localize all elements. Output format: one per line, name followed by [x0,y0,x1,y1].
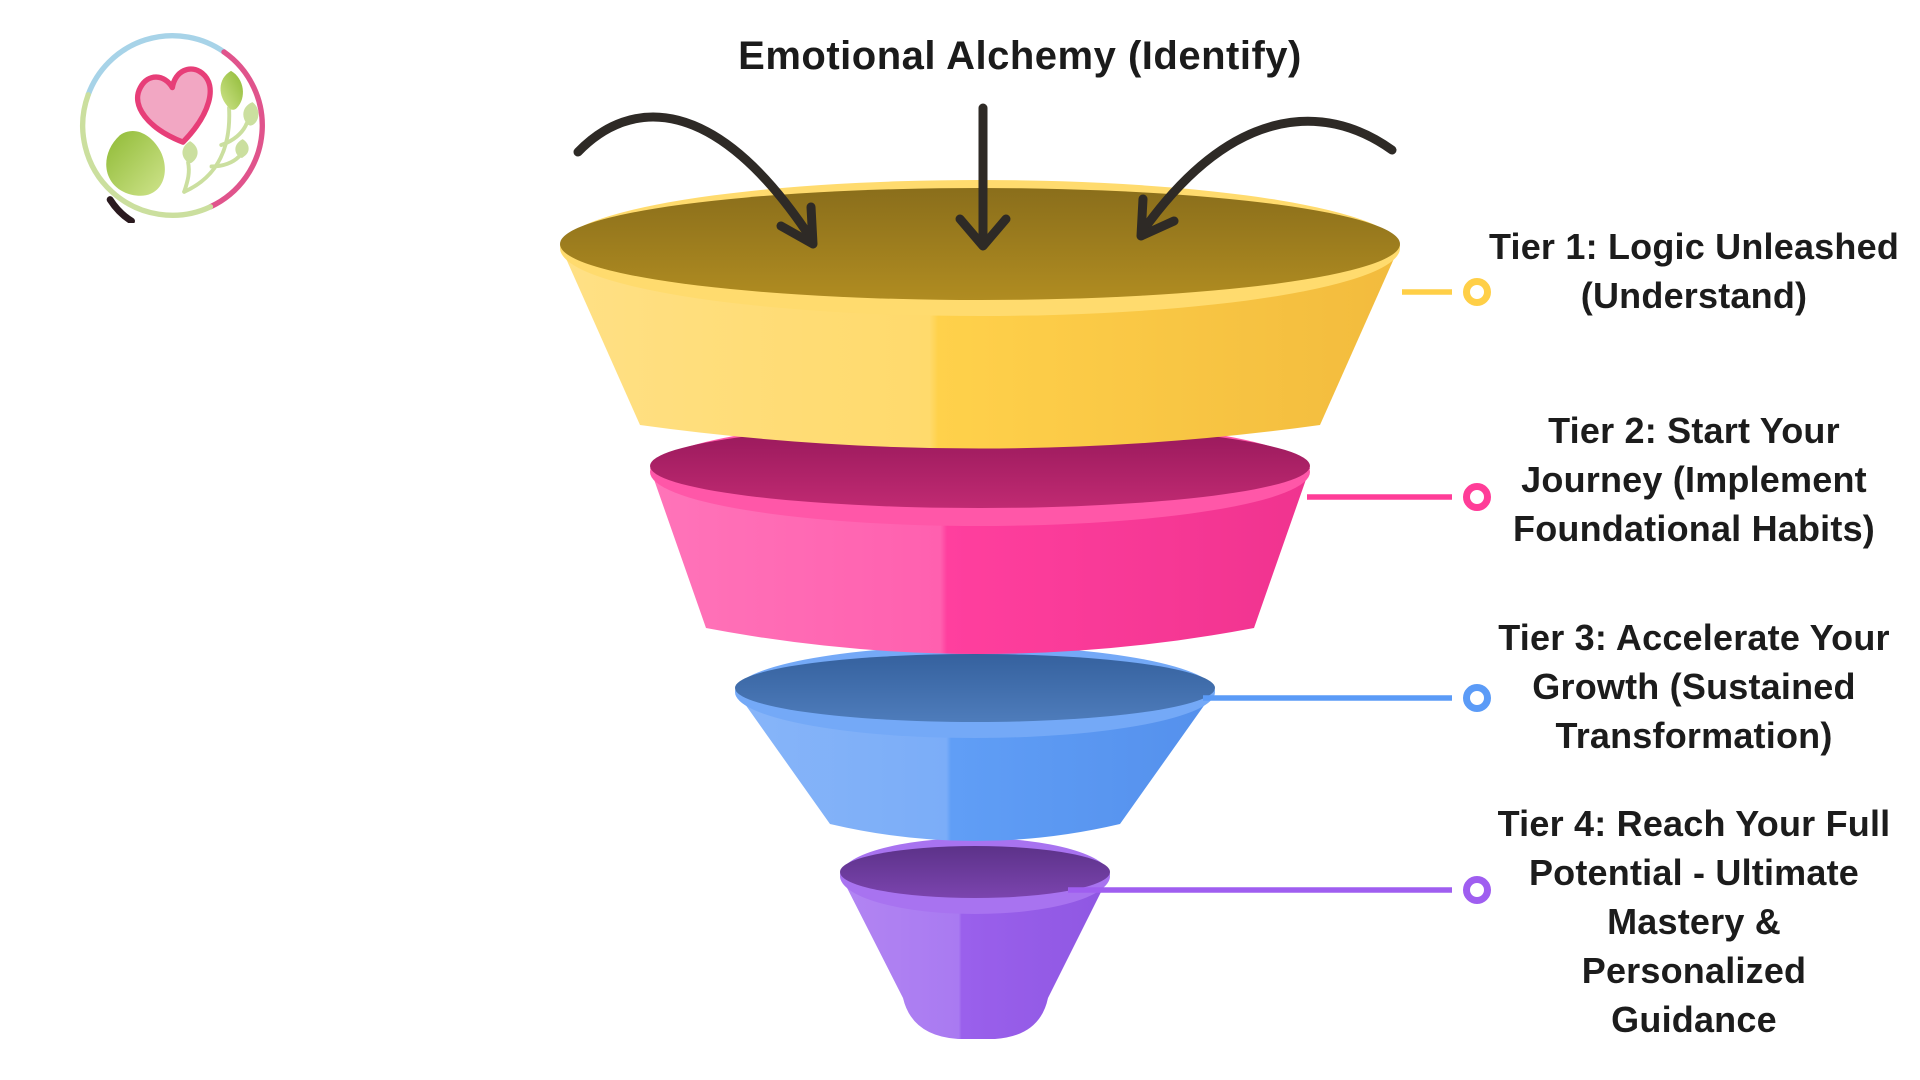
tier2-top-ellipse [650,424,1310,508]
tier-ring-markers [1463,278,1491,904]
tier4-ring-icon [1463,876,1491,904]
tier4-label: Tier 4: Reach Your Full Potential - Ulti… [1497,803,1891,1040]
logo-stem-center [182,160,191,194]
arrow-left-icon [573,112,818,249]
logo-ring-green-arc [80,92,214,218]
tier1-label: Tier 1: Logic Unleashed (Understand) [1488,226,1900,316]
arrow-right-icon [1136,116,1397,241]
logo-branch-sub2 [209,154,241,169]
tier-connectors [1068,289,1452,893]
logo-branch-sub1 [219,121,249,147]
logo-dark-accent-stroke [106,196,135,225]
tier1-ring-icon [1463,278,1491,306]
logo-leaf-large-icon [106,131,165,196]
funnel-tier-3 [735,646,1215,841]
logo-ring-pink-arc [207,49,265,210]
funnel-tier-2 [650,418,1310,654]
logo-heart-icon [134,66,213,145]
heart-leaves-logo-icon [80,33,265,225]
logo-leaf-small1-icon [243,102,259,126]
logo-branch-right [182,106,232,194]
logo-leaf-small2-icon [235,139,249,158]
tier4-top-ellipse [840,846,1110,898]
tier2-ring-icon [1463,483,1491,511]
tier3-label: Tier 3: Accelerate Your Growth (Sustaine… [1498,617,1890,756]
logo-leaf-top-right-icon [220,70,243,110]
logo-leaf-small3-icon [182,141,198,164]
diagram-title: Emotional Alchemy (Identify) [738,34,1302,78]
tier2-label: Tier 2: Start Your Journey (Implement Fo… [1513,410,1875,549]
tier3-ring-icon [1463,684,1491,712]
tier4-band [840,874,1110,1039]
funnel-tier-4 [840,838,1110,1039]
brand-logo [75,28,270,225]
tier3-top-ellipse [735,654,1215,722]
arrow-middle-icon [955,103,1011,251]
inflow-arrows [573,103,1397,251]
logo-ring-blue-arc [85,33,227,98]
